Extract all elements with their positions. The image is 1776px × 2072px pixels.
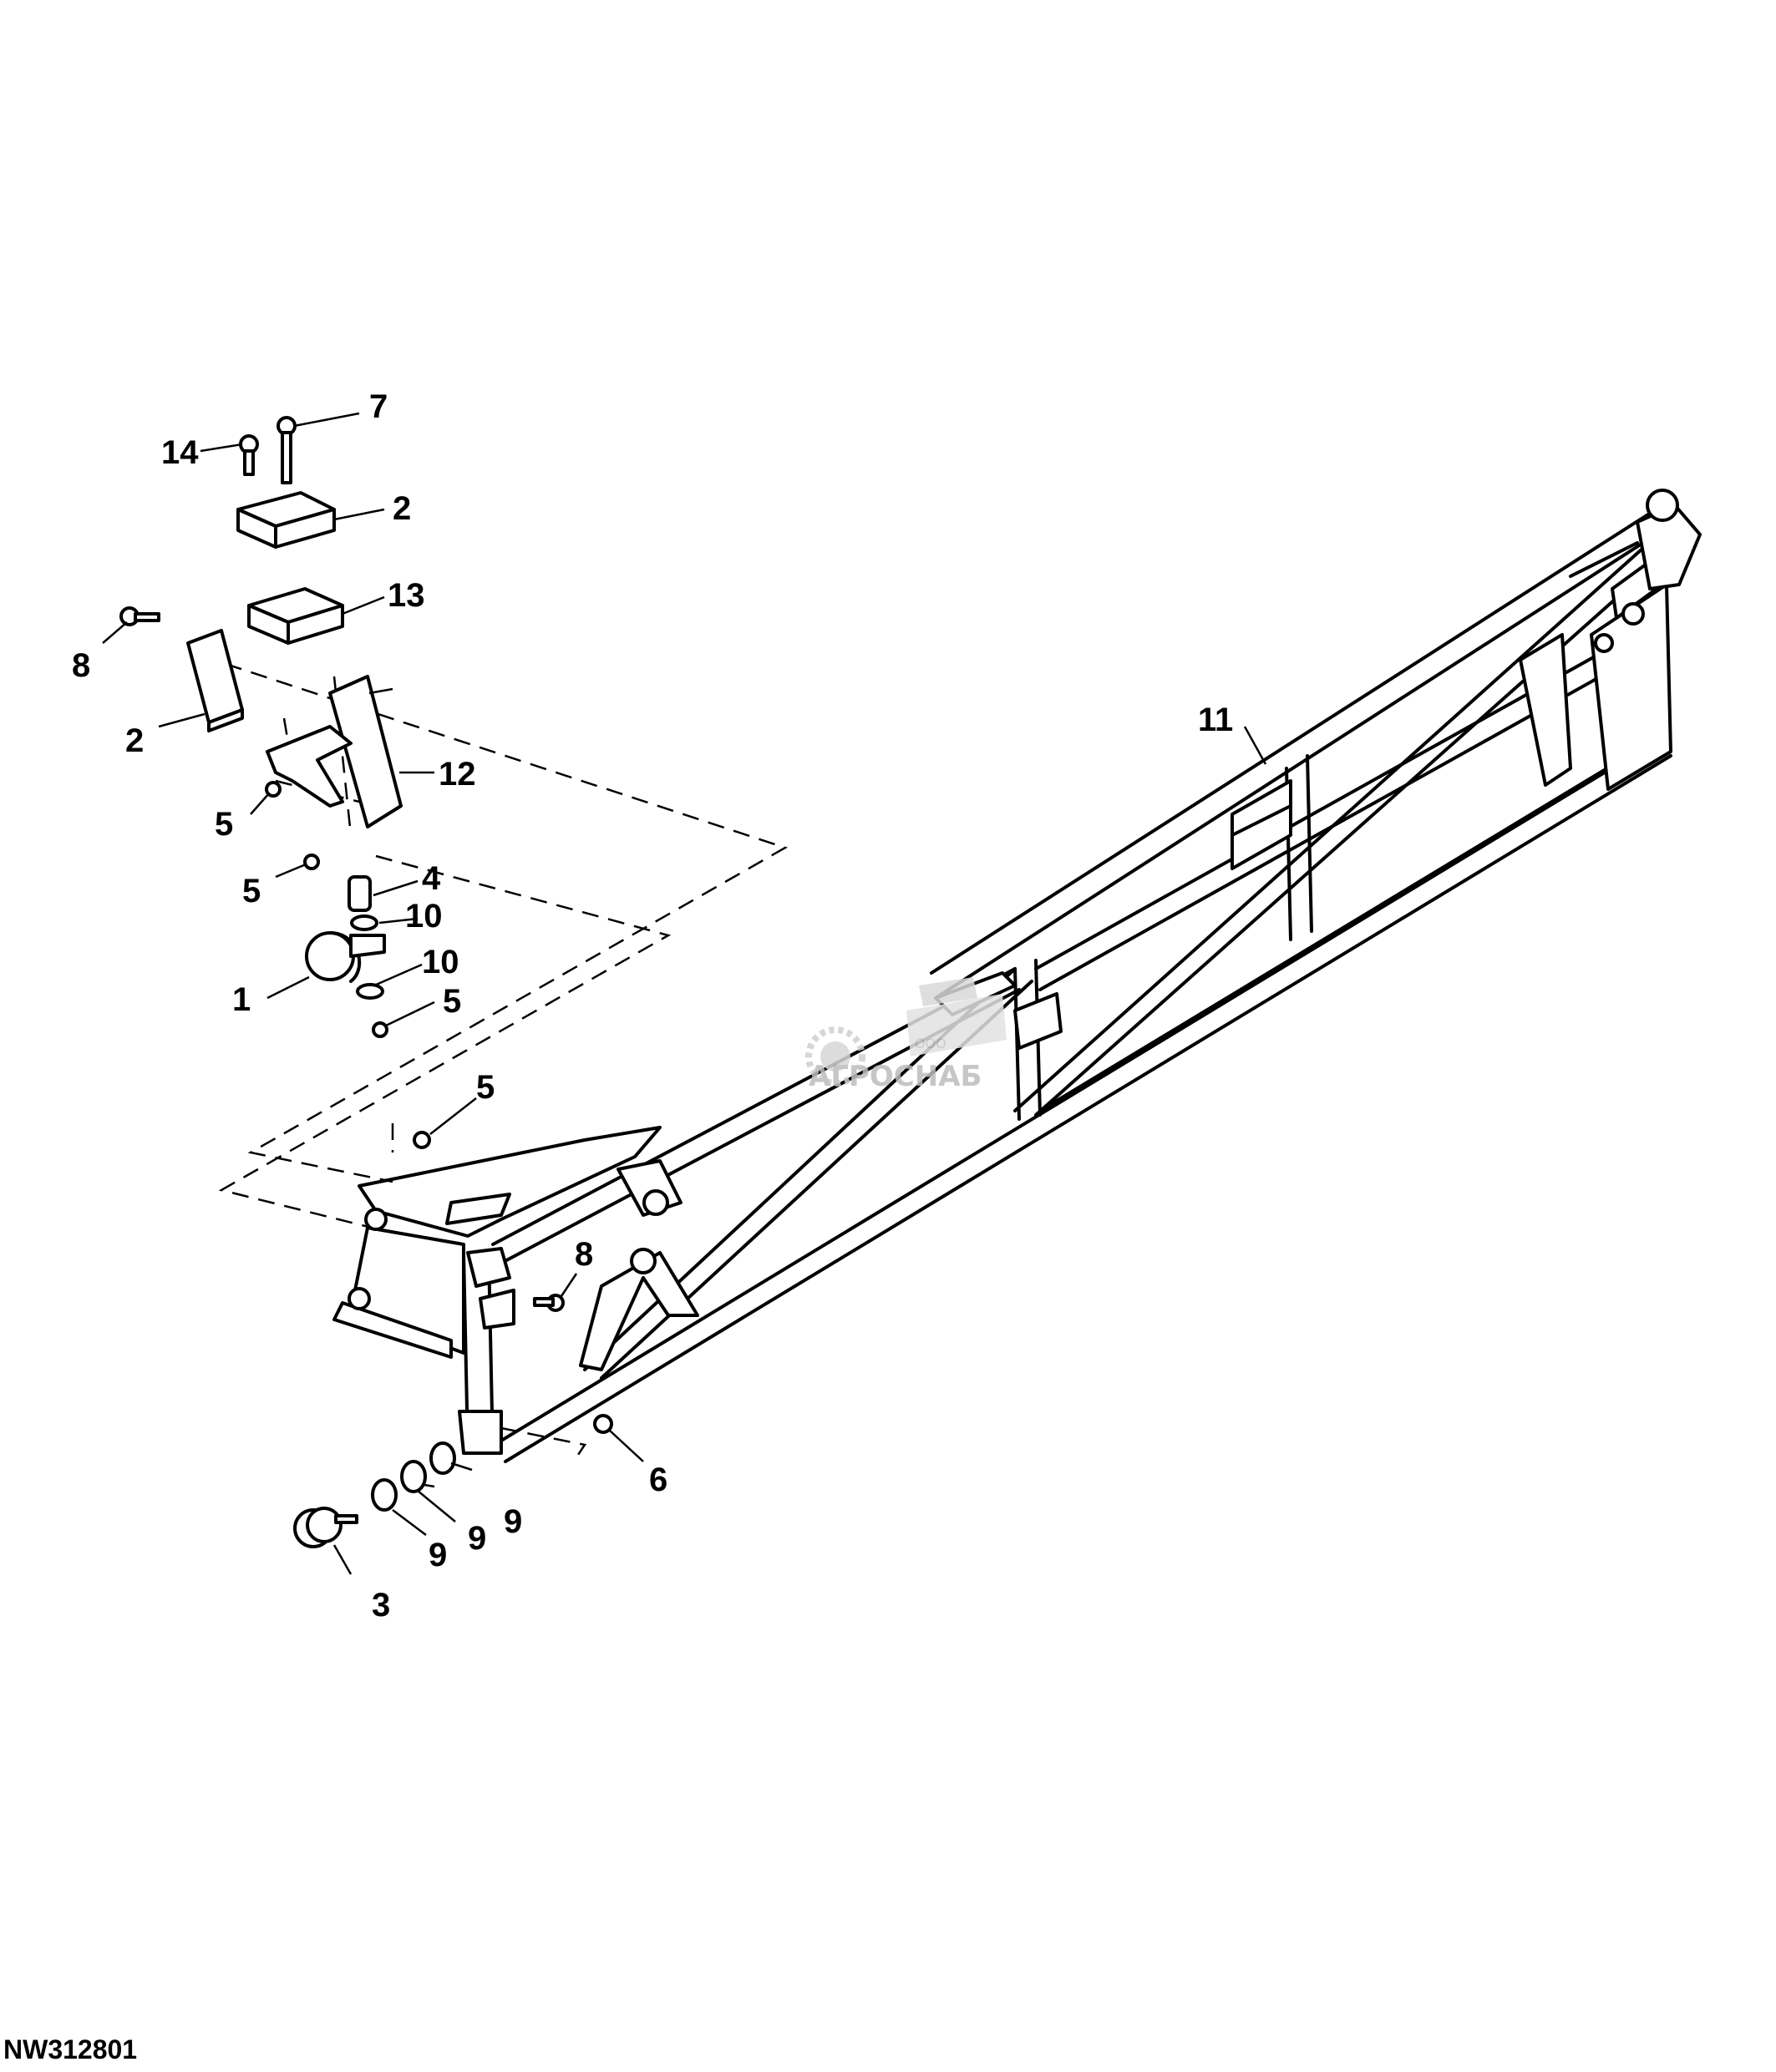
callout-10-a: 10	[405, 898, 443, 935]
callout-1: 1	[232, 981, 251, 1018]
part-8-bolt-lower	[533, 1294, 565, 1312]
callout-2-upper: 2	[393, 490, 411, 527]
watermark-brand: АГРОСНАБ	[809, 1060, 982, 1093]
callout-9-c: 9	[429, 1537, 447, 1573]
callout-5-a: 5	[215, 806, 233, 843]
callout-8-lower: 8	[575, 1236, 593, 1273]
callout-10-b: 10	[422, 944, 459, 980]
fastener-parts	[119, 416, 613, 1548]
callout-11: 11	[1198, 702, 1233, 738]
watermark-logo: ООО АГРОСНАБ	[805, 977, 1007, 1093]
part-1-clamp	[305, 931, 386, 983]
callout-2-side: 2	[125, 722, 144, 759]
callout-8-upper: 8	[72, 647, 90, 684]
figure-id: NW312801	[3, 2034, 137, 2064]
callout-3: 3	[372, 1587, 390, 1624]
callout-9-a: 9	[504, 1503, 522, 1540]
part-12-bracket	[328, 675, 403, 828]
callout-12: 12	[439, 756, 476, 793]
leader-lines	[102, 412, 1267, 1575]
callout-5-d: 5	[476, 1069, 495, 1106]
part-8-bolt-upper	[119, 606, 160, 626]
callout-4: 4	[422, 860, 441, 897]
front-mount-bracket	[332, 1126, 699, 1455]
callout-labels: 7 14 2 13 8 2 12 5 5 4 10 1 10 5 5 8 11 …	[72, 388, 1233, 1624]
part-14-bolt	[239, 434, 259, 476]
callout-9-b: 9	[468, 1520, 486, 1557]
callout-13: 13	[388, 577, 425, 614]
boom-frame	[462, 489, 1702, 1463]
part-4-bushing	[348, 875, 372, 912]
callout-6: 6	[649, 1462, 667, 1498]
part-2-side-plate	[186, 629, 244, 724]
callout-7: 7	[369, 388, 388, 425]
callout-14: 14	[161, 434, 199, 471]
callout-5-c: 5	[443, 983, 461, 1020]
callout-5-b: 5	[242, 873, 261, 909]
part-3-knob	[293, 1507, 358, 1548]
part-7-bolt	[277, 416, 297, 484]
watermark-prefix: ООО	[915, 1036, 946, 1051]
